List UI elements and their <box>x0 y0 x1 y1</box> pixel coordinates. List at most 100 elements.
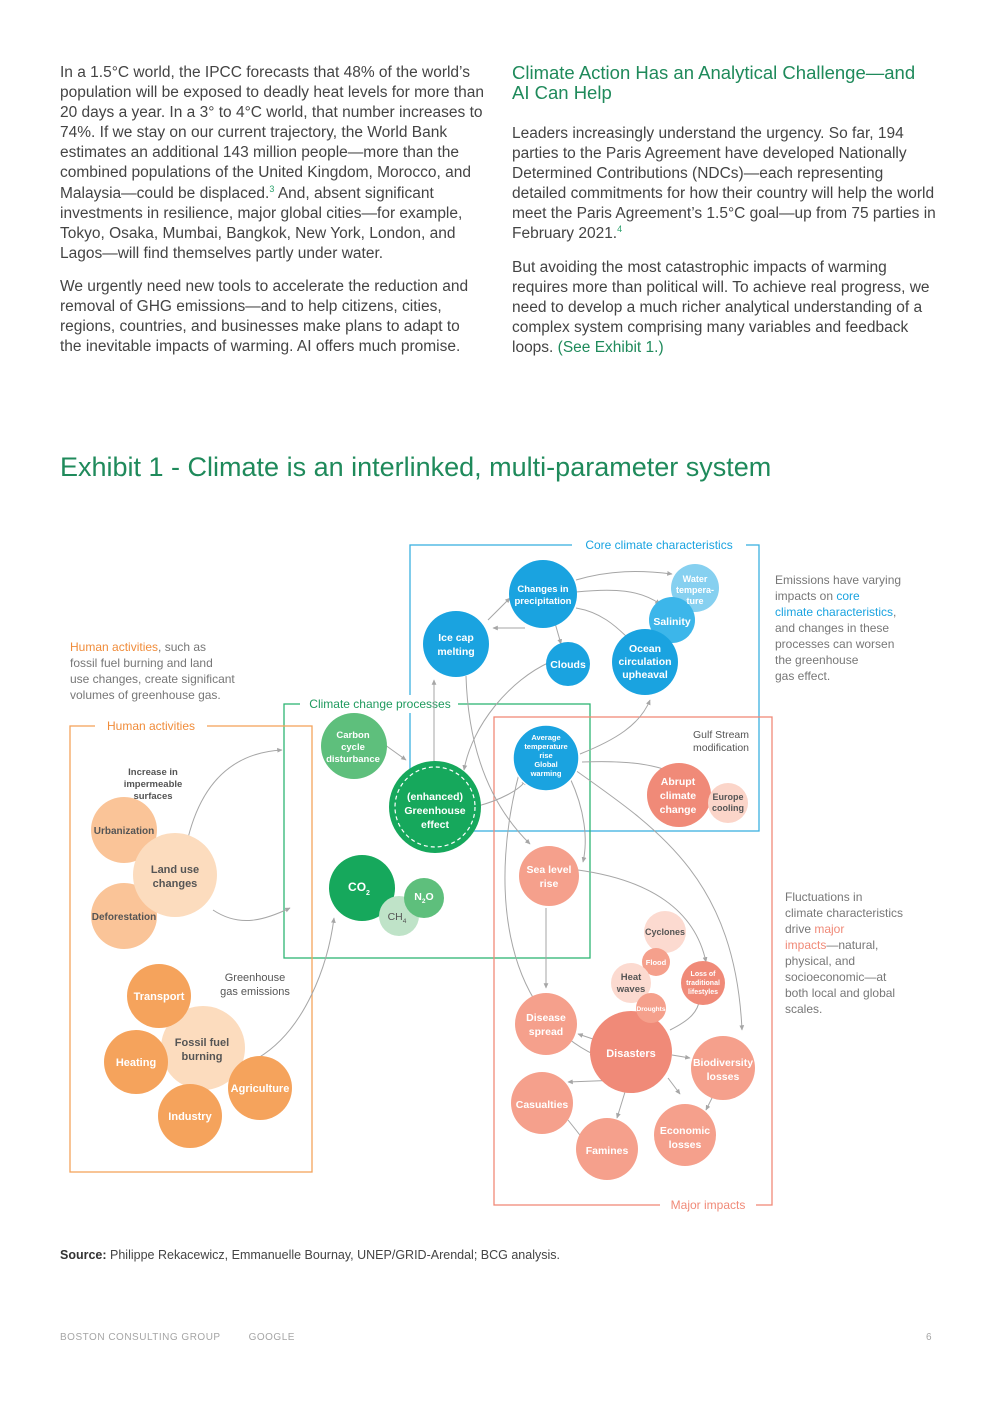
disease-node[interactable] <box>515 993 577 1055</box>
europe-cooling-node[interactable] <box>708 783 748 823</box>
ch4-label: CH4 <box>388 911 407 925</box>
ice-cap-node[interactable] <box>423 611 489 677</box>
disasters-label: Disasters <box>606 1048 656 1060</box>
abrupt-change-node[interactable] <box>647 763 711 827</box>
footer-partner: GOOGLE <box>248 1332 295 1343</box>
urbanization-node[interactable] <box>91 797 157 863</box>
cyclones-node[interactable] <box>644 911 686 953</box>
famines-label: Famines <box>586 1145 629 1157</box>
label-mask <box>95 717 207 735</box>
human-frame-label: Human activities <box>107 719 195 733</box>
ocean-node[interactable] <box>612 629 678 695</box>
droughts-node[interactable] <box>636 993 666 1023</box>
page-footer: BOSTON CONSULTING GROUP GOOGLE 6 <box>60 1332 932 1343</box>
disasters-node[interactable] <box>590 1011 672 1093</box>
cyclones-label: Cyclones <box>645 927 685 937</box>
precipitation-node[interactable] <box>509 560 577 628</box>
droughts-label: Droughts <box>637 1006 666 1013</box>
urbanization-label: Urbanization <box>94 826 155 837</box>
right-text-column: Climate Action Has an Analytical Challen… <box>512 63 936 371</box>
core-frame-label: Core climate characteristics <box>585 538 732 552</box>
clouds-node[interactable] <box>546 642 590 686</box>
label-mask <box>300 695 458 713</box>
impacts-frame-label: Major impacts <box>671 1198 746 1212</box>
human-activities-note: Human activities, such as fossil fuel bu… <box>70 640 238 702</box>
footer-org: BOSTON CONSULTING GROUP <box>60 1332 221 1343</box>
avg-temp-node[interactable] <box>512 724 580 792</box>
page-number: 6 <box>925 1332 932 1343</box>
exhibit-title: Exhibit 1 - Climate is an interlinked, m… <box>60 452 772 482</box>
industry-label: Industry <box>168 1111 212 1123</box>
paragraph: But avoiding the most catastrophic impac… <box>512 258 930 356</box>
climate-system-diagram: Core climate characteristics Climate cha… <box>69 536 906 1214</box>
label-mask <box>660 1196 756 1214</box>
agriculture-node[interactable] <box>228 1056 292 1120</box>
co2-node[interactable] <box>329 855 395 921</box>
economic-node[interactable] <box>654 1104 716 1166</box>
salinity-label: Salinity <box>653 616 691 628</box>
flood-node[interactable] <box>642 948 670 976</box>
loss-lifestyles-node[interactable] <box>681 961 725 1005</box>
casualties-node[interactable] <box>511 1072 573 1134</box>
agriculture-label: Agriculture <box>231 1083 290 1095</box>
clouds-label: Clouds <box>550 659 586 671</box>
left-text-column: In a 1.5°C world, the IPCC forecasts tha… <box>60 63 484 370</box>
exhibit-link[interactable]: (See Exhibit 1.) <box>557 338 664 356</box>
transport-node[interactable] <box>127 964 191 1028</box>
greenhouse-node[interactable] <box>389 761 481 853</box>
core-note: Emissions have varying impacts on core c… <box>775 573 904 683</box>
sea-level-node[interactable] <box>519 846 579 906</box>
source-note: Source: Philippe Rekacewicz, Emmanuelle … <box>60 1248 560 1262</box>
casualties-label: Casualties <box>516 1099 569 1111</box>
co2-label: CO2 <box>348 880 370 897</box>
paragraph: Leaders increasingly understand the urge… <box>512 125 936 243</box>
industry-node[interactable] <box>158 1084 222 1148</box>
deforestation-node[interactable] <box>91 883 157 949</box>
heat-waves-node[interactable] <box>611 963 651 1003</box>
salinity-node[interactable] <box>649 597 695 643</box>
n2o-label: N2O <box>414 891 433 905</box>
transport-label: Transport <box>134 991 185 1003</box>
section-heading: Climate Action Has an Analytical Challen… <box>512 62 916 103</box>
flood-label: Flood <box>646 958 667 967</box>
greenhouse-ring <box>394 766 476 848</box>
impacts-note: Fluctuations in climate characteristics … <box>785 890 906 1016</box>
impacts-frame <box>493 716 773 1206</box>
famines-node[interactable] <box>576 1118 638 1180</box>
biodiversity-node[interactable] <box>691 1036 755 1100</box>
land-use-node[interactable] <box>133 833 217 917</box>
paragraph: We urgently need new tools to accelerate… <box>60 277 469 356</box>
fossil-fuel-node[interactable] <box>161 1006 245 1090</box>
label-mask <box>572 536 746 554</box>
connector-arrows <box>187 571 745 1143</box>
footnote-ref[interactable]: 3 <box>269 183 275 194</box>
processes-frame-label: Climate change processes <box>309 697 450 711</box>
paragraph: In a 1.5°C world, the IPCC forecasts tha… <box>60 64 484 262</box>
carbon-cycle-node[interactable] <box>321 713 387 779</box>
footnote-ref[interactable]: 4 <box>617 224 623 235</box>
heating-node[interactable] <box>104 1030 168 1094</box>
n2o-node[interactable] <box>404 878 444 918</box>
deforestation-label: Deforestation <box>92 912 156 923</box>
heating-label: Heating <box>116 1057 156 1069</box>
